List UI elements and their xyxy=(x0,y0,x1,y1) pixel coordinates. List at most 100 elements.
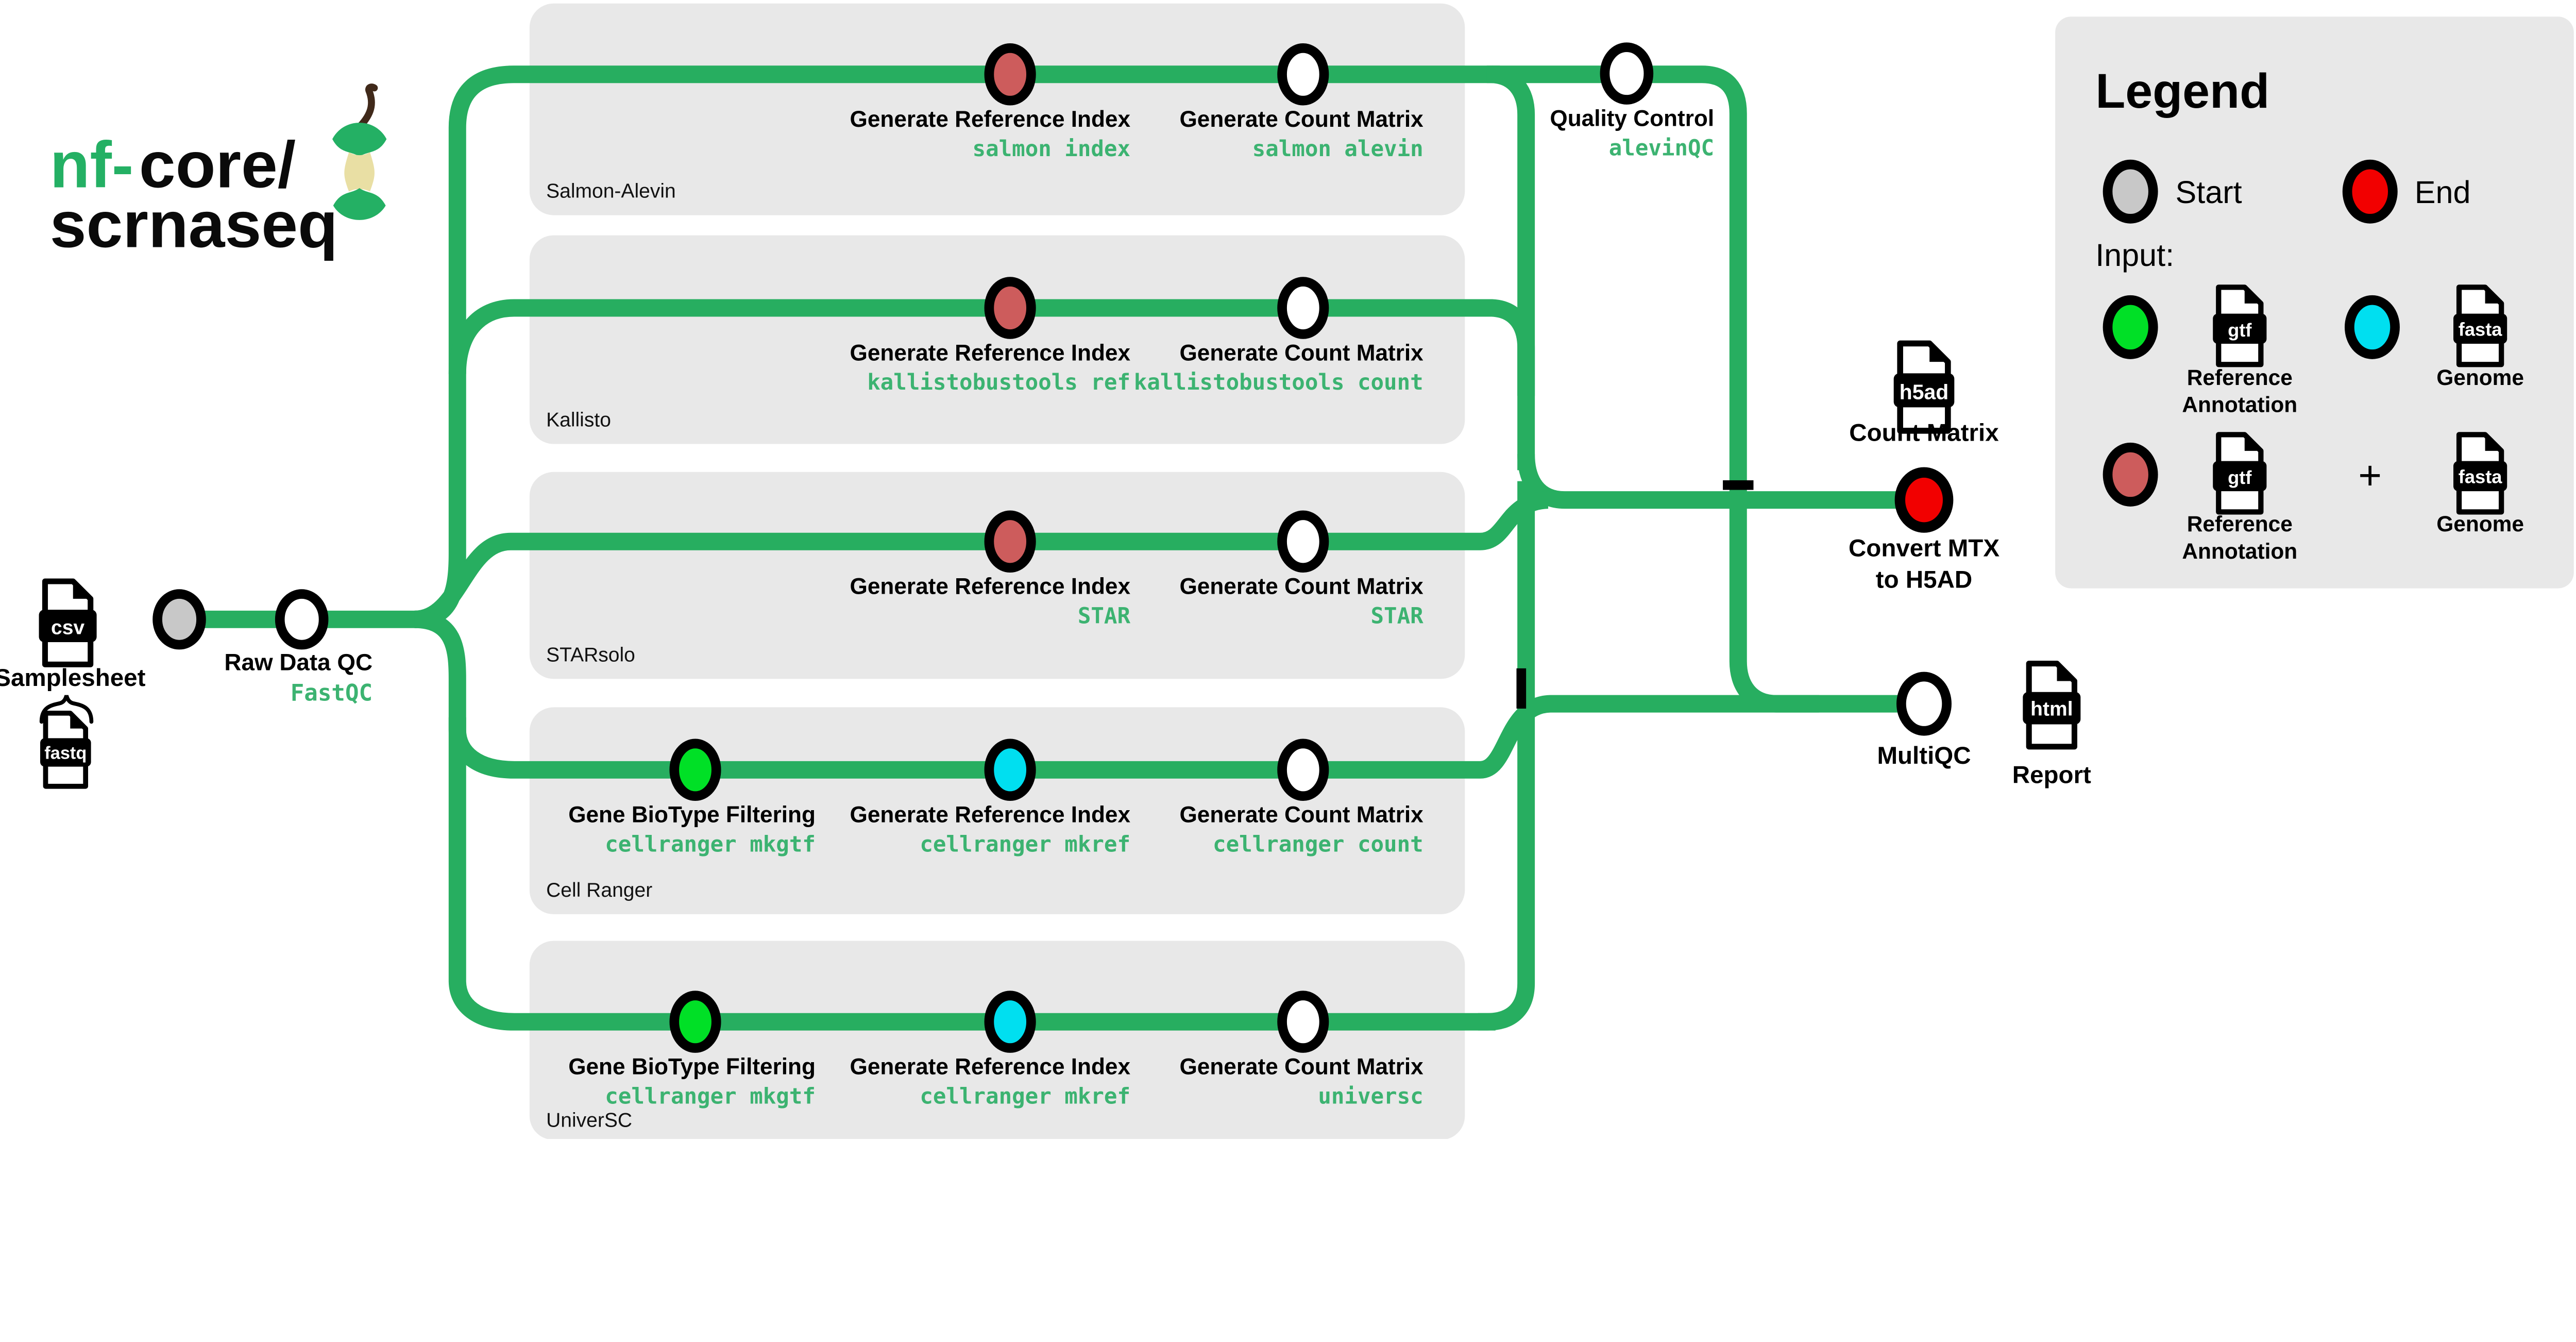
raw-data-qc-title: Raw Data QC xyxy=(224,649,372,675)
pipeline-name-universc: UniverSC xyxy=(546,1109,632,1131)
quality-control-station: Quality Control alevinQC xyxy=(1550,42,1714,161)
nf-core-logo: nf- core/ scrnaseq xyxy=(50,83,387,261)
station-tool: kallistobustools count xyxy=(1134,370,1423,395)
pipeline-box-cell-ranger xyxy=(529,707,1465,914)
logo-scrnaseq: scrnaseq xyxy=(50,188,338,261)
starsolo-line xyxy=(414,491,1549,628)
station-title: Generate Count Matrix xyxy=(1179,1054,1423,1080)
station-title: Generate Count Matrix xyxy=(1179,107,1423,132)
station-node-gtf-fasta xyxy=(984,277,1036,339)
line-crossing-tick-multiqc xyxy=(1516,668,1527,709)
station-node-gtf-fasta xyxy=(984,43,1036,106)
convert-mtx-end-node xyxy=(1894,467,1954,533)
quality-control-tool: alevinQC xyxy=(1609,136,1714,161)
quality-control-node xyxy=(1600,42,1654,105)
count-matrix-label: Count Matrix xyxy=(1849,420,1999,447)
pipeline-name-kallisto: Kallisto xyxy=(546,409,611,431)
output-count-matrix: h5ad Count Matrix xyxy=(1849,340,1999,447)
legend-plus-sign: + xyxy=(2358,452,2382,498)
pipeline-box-salmon-alevin xyxy=(529,3,1465,215)
brace-icon xyxy=(39,695,94,724)
raw-data-qc-station: Raw Data QC FastQC xyxy=(224,589,372,707)
legend-panel xyxy=(2055,16,2574,589)
cellranger-multiqc-line xyxy=(414,610,1902,779)
pipeline-salmon-alevin: Generate Reference Index salmon index Ge… xyxy=(546,43,1423,203)
pipeline-box-kallisto xyxy=(529,235,1465,444)
pipeline-box-starsolo xyxy=(529,472,1465,679)
pipeline-kallisto: Generate Reference Index kallistobustool… xyxy=(546,277,1423,431)
station-node-fasta xyxy=(984,739,1036,801)
legend-end-label: End xyxy=(2415,175,2471,210)
raw-data-qc-tool: FastQC xyxy=(291,680,372,707)
station-tool: kallistobustools ref xyxy=(867,370,1130,395)
station-tool: STAR xyxy=(1078,603,1131,629)
fasta-badge: fasta xyxy=(2459,466,2503,487)
legend-genome-label: Genome xyxy=(2436,365,2524,390)
legend-ref-label-line2: Annotation xyxy=(2182,539,2297,563)
legend-end-icon xyxy=(2342,159,2398,224)
gtf-file-icon: gtf xyxy=(2213,284,2267,367)
spine-to-convert-line xyxy=(1517,454,1902,509)
legend-title: Legend xyxy=(2095,64,2269,119)
legend-gtf-circle-icon xyxy=(2103,295,2158,359)
station-title: Generate Count Matrix xyxy=(1179,574,1423,599)
apple-core-icon xyxy=(332,83,387,220)
station-tool: STAR xyxy=(1371,603,1424,629)
legend-start-label: Start xyxy=(2176,175,2242,210)
station-title: Generate Reference Index xyxy=(850,574,1131,599)
samplesheet-label: Samplesheet xyxy=(0,664,146,692)
h5ad-badge: h5ad xyxy=(1900,380,1949,404)
station-node-plain xyxy=(1277,739,1329,801)
station-title: Gene BioType Filtering xyxy=(568,802,816,828)
legend-genome-label: Genome xyxy=(2436,512,2524,536)
station-node-fasta xyxy=(984,991,1036,1053)
station-node-gtf-fasta xyxy=(984,510,1036,573)
html-file-icon: html xyxy=(2023,661,2081,750)
station-title: Generate Reference Index xyxy=(850,340,1131,365)
line-crossing-tick-convert xyxy=(1723,480,1754,490)
legend-ref-label-line2: Annotation xyxy=(2182,393,2297,417)
station-node-plain xyxy=(1277,277,1329,339)
input-samplesheet: csv Samplesheet fastq xyxy=(0,578,146,789)
legend-fasta-circle-icon xyxy=(2345,295,2400,359)
station-title: Gene BioType Filtering xyxy=(568,1054,816,1080)
salmon-to-spine-line xyxy=(1491,65,1535,471)
convert-mtx-label-line1: Convert MTX xyxy=(1849,535,1999,562)
station-title: Generate Count Matrix xyxy=(1179,340,1423,365)
output-report: html Report xyxy=(2012,661,2091,789)
pipeline-name-starsolo: STARsolo xyxy=(546,644,635,666)
output-convert-mtx: Convert MTX to H5AD xyxy=(1849,467,1999,594)
pipeline-name-cell-ranger: Cell Ranger xyxy=(546,879,652,901)
pipeline-starsolo: Generate Reference Index STAR Generate C… xyxy=(546,510,1424,666)
fastq-file-icon: fastq xyxy=(40,710,91,789)
qc-loop-line xyxy=(1486,65,1819,713)
scrnaseq-pipeline-diagram: nf- core/ scrnaseq csv Samplesheet fastq xyxy=(0,3,2574,1139)
start-node xyxy=(152,589,206,650)
pipeline-universc: Gene BioType Filtering cellranger mkgtf … xyxy=(546,991,1423,1131)
csv-badge: csv xyxy=(51,617,84,639)
output-multiqc: MultiQC xyxy=(1877,672,1971,769)
gtf-badge: gtf xyxy=(2228,467,2252,488)
report-label: Report xyxy=(2012,761,2091,789)
station-title: Generate Count Matrix xyxy=(1179,802,1423,828)
legend: Legend Start End Input: gtf fasta Refere… xyxy=(2095,64,2524,563)
station-title: Generate Reference Index xyxy=(850,107,1131,132)
gtf-file-icon: gtf xyxy=(2213,432,2267,515)
fasta-file-icon: fasta xyxy=(2453,432,2507,515)
universc-line xyxy=(448,717,1496,1031)
station-node-plain xyxy=(1277,43,1329,106)
pipeline-connector-lines xyxy=(179,65,1902,1031)
station-tool: cellranger count xyxy=(1213,832,1423,858)
pipeline-boxes xyxy=(529,3,1465,1139)
legend-gtf-fasta-circle-icon xyxy=(2103,442,2158,507)
convert-mtx-label-line2: to H5AD xyxy=(1876,566,1972,594)
station-node-plain xyxy=(1277,991,1329,1053)
legend-start-icon xyxy=(2103,159,2158,224)
station-tool: universc xyxy=(1318,1084,1423,1109)
kallisto-line xyxy=(448,299,1535,396)
station-node-plain xyxy=(1277,510,1329,573)
fasta-badge: fasta xyxy=(2459,318,2503,340)
station-node-gtf xyxy=(669,991,721,1053)
h5ad-file-icon: h5ad xyxy=(1893,340,1955,434)
multiqc-label: MultiQC xyxy=(1877,742,1971,769)
